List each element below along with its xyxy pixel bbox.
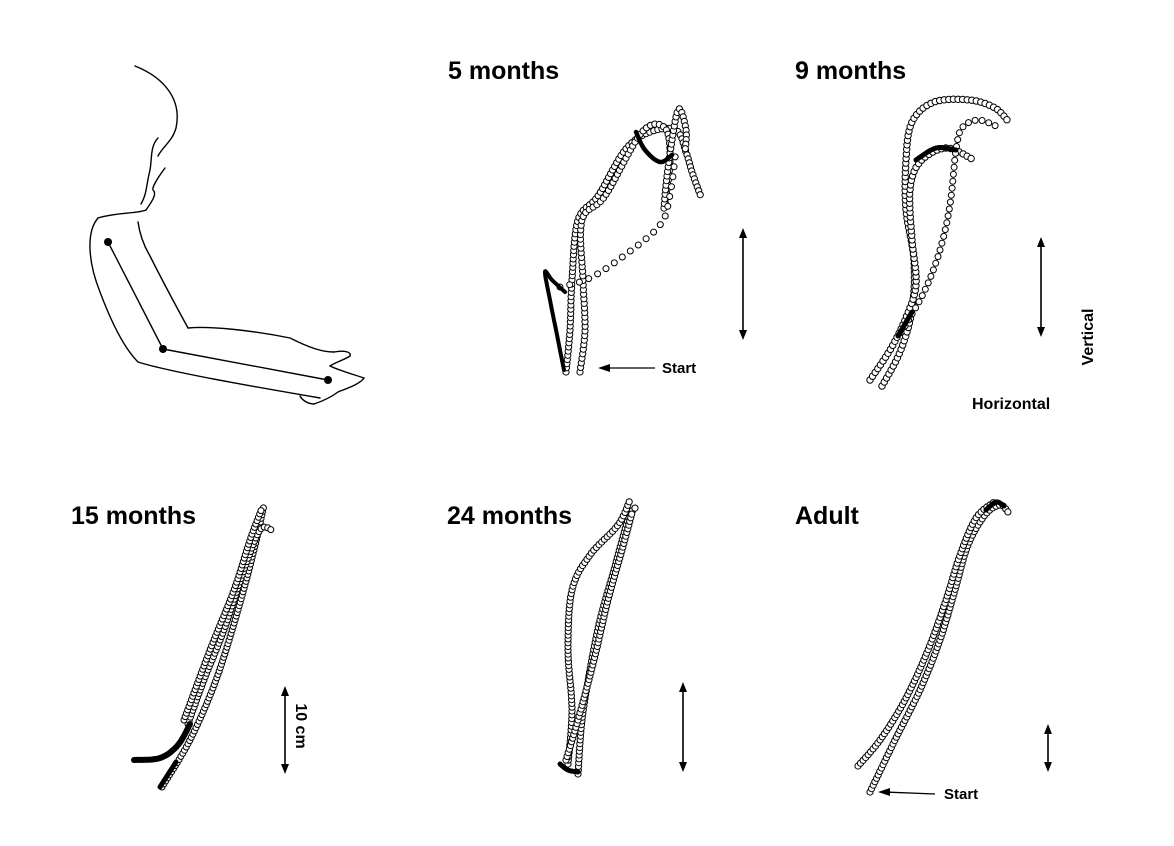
trace-15m-dense-segment <box>131 721 193 763</box>
trace-9m-c-sample-point <box>929 266 937 274</box>
panel-title-9-months: 9 months <box>795 57 907 85</box>
vertical-arrow-adult <box>1044 724 1052 772</box>
panel-title-adult: Adult <box>795 502 859 530</box>
trace-5m-c-sample-point <box>669 173 677 181</box>
vertical-axis-label: Vertical <box>1080 308 1097 366</box>
trace-24m-a-sample-point <box>631 504 639 512</box>
trace-9m-c-sample-point <box>912 304 920 312</box>
trace-9m-c-sample-point <box>940 232 948 240</box>
start-arrow-top <box>598 364 655 372</box>
trace-5m-b-sample-point <box>681 145 689 153</box>
trace-adult-a-sample-point <box>1004 508 1012 516</box>
trace-5m-c-sample-point <box>650 228 658 236</box>
trace-5m-c-sample-point <box>664 202 672 210</box>
start-label-bottom: Start <box>944 786 979 803</box>
trace-9m-a-sample-point <box>1003 116 1011 124</box>
trace-9m-c-sample-point <box>934 253 942 261</box>
trace-9m-b-sample-point <box>967 154 975 163</box>
trajectory-15-months <box>131 504 275 791</box>
trace-9m-c-sample-point <box>946 198 954 206</box>
trace-5m-c-sample-point <box>610 259 618 267</box>
trace-5m-c-sample-point <box>642 235 650 243</box>
trace-9m-c-sample-point <box>949 177 957 185</box>
trace-9m-c-sample-point <box>991 122 999 130</box>
trace-5m-c-sample-point <box>618 253 626 261</box>
trace-9m-dense-segment <box>895 309 915 339</box>
vertical-arrow-9m <box>1037 237 1045 337</box>
trace-5m-c-sample-point <box>602 265 610 273</box>
trace-5m-c-sample-point <box>666 193 674 200</box>
trace-15m-dense-segment <box>157 759 179 790</box>
wrist-marker <box>324 376 332 384</box>
trace-9m-c-sample-point <box>936 246 944 254</box>
trace-5m-c-sample-point <box>566 281 574 289</box>
trace-9m-c-sample-point <box>938 239 946 247</box>
trace-5m-c-sample-point <box>575 278 583 286</box>
trace-24m-b-sample-point <box>625 498 633 506</box>
trace-9m-c-sample-point <box>954 136 962 144</box>
infant-arm-illustration <box>89 65 365 405</box>
trace-5m-c-sample-point <box>656 221 664 229</box>
trace-15m-b-sample-point <box>267 526 275 534</box>
elbow-marker <box>159 345 167 353</box>
trace-15m-c-sample-point <box>257 507 265 515</box>
trace-9m-c-sample-point <box>955 129 963 137</box>
vertical-arrow-24m <box>679 682 687 772</box>
trace-9m-c-sample-point <box>918 292 926 300</box>
panel-title-24-months: 24 months <box>447 502 573 530</box>
trace-9m-c-sample-point <box>978 117 986 124</box>
trace-5m-a-sample-point <box>696 191 704 199</box>
scale-arrow-15m <box>281 686 289 774</box>
trace-24m-dense-segment <box>557 761 581 775</box>
trace-adult-dense-segment <box>983 499 1007 513</box>
horizontal-axis-label: Horizontal <box>972 396 1051 413</box>
trace-5m-c-sample-point <box>585 275 593 283</box>
trace-9m-c-sample-point <box>945 205 953 213</box>
scale-label-10cm: 10 cm <box>292 703 309 749</box>
trajectory-adult <box>854 499 1012 796</box>
trajectory-5-months <box>543 105 704 376</box>
arm-segment-lines <box>107 241 329 381</box>
trace-9m-c-sample-point <box>943 219 951 227</box>
panel-title-15-months: 15 months <box>71 502 197 530</box>
trace-5m-dense-segment <box>543 268 567 372</box>
start-label-top: Start <box>662 360 697 377</box>
trace-9m-c-sample-point <box>947 191 955 199</box>
trace-5m-c-sample-point <box>626 247 634 255</box>
shoulder-marker <box>104 238 112 246</box>
trace-5m-c-sample-point <box>670 163 678 171</box>
trace-5m-c-sample-point <box>594 270 602 278</box>
trajectory-24-months <box>557 498 639 778</box>
trace-9m-dense-segment <box>913 144 959 163</box>
trace-5m-c-sample-point <box>634 241 642 249</box>
trace-9m-c-sample-point <box>971 116 979 124</box>
trace-9m-c-sample-point <box>959 123 967 131</box>
trace-9m-c-sample-point <box>924 279 932 287</box>
trace-9m-c-sample-point <box>927 272 935 280</box>
trace-24m-c-sample-point <box>628 510 636 518</box>
trace-9m-c-sample-point <box>949 170 957 178</box>
trace-9m-c-sample-point <box>944 212 952 220</box>
panel-title-5-months: 5 months <box>448 57 560 85</box>
trace-9m-c-sample-point <box>932 259 940 267</box>
trace-9m-c-sample-point <box>985 119 993 127</box>
vertical-arrow-5m <box>739 228 747 340</box>
trace-5m-c-sample-point <box>661 212 669 220</box>
trace-5m-dense-segment <box>633 129 675 165</box>
trajectory-9-months <box>866 95 1011 390</box>
trace-9m-c-sample-point <box>921 285 929 293</box>
trace-9m-c-sample-point <box>950 163 958 171</box>
trace-9m-c-sample-point <box>948 184 956 192</box>
trace-9m-c-sample-point <box>965 119 972 127</box>
start-arrow-bottom <box>878 788 936 796</box>
trace-9m-c-sample-point <box>941 226 949 234</box>
trace-9m-c-sample-point <box>951 156 959 164</box>
trace-9m-c-sample-point <box>915 298 923 306</box>
trace-5m-c-sample-point <box>668 183 675 191</box>
